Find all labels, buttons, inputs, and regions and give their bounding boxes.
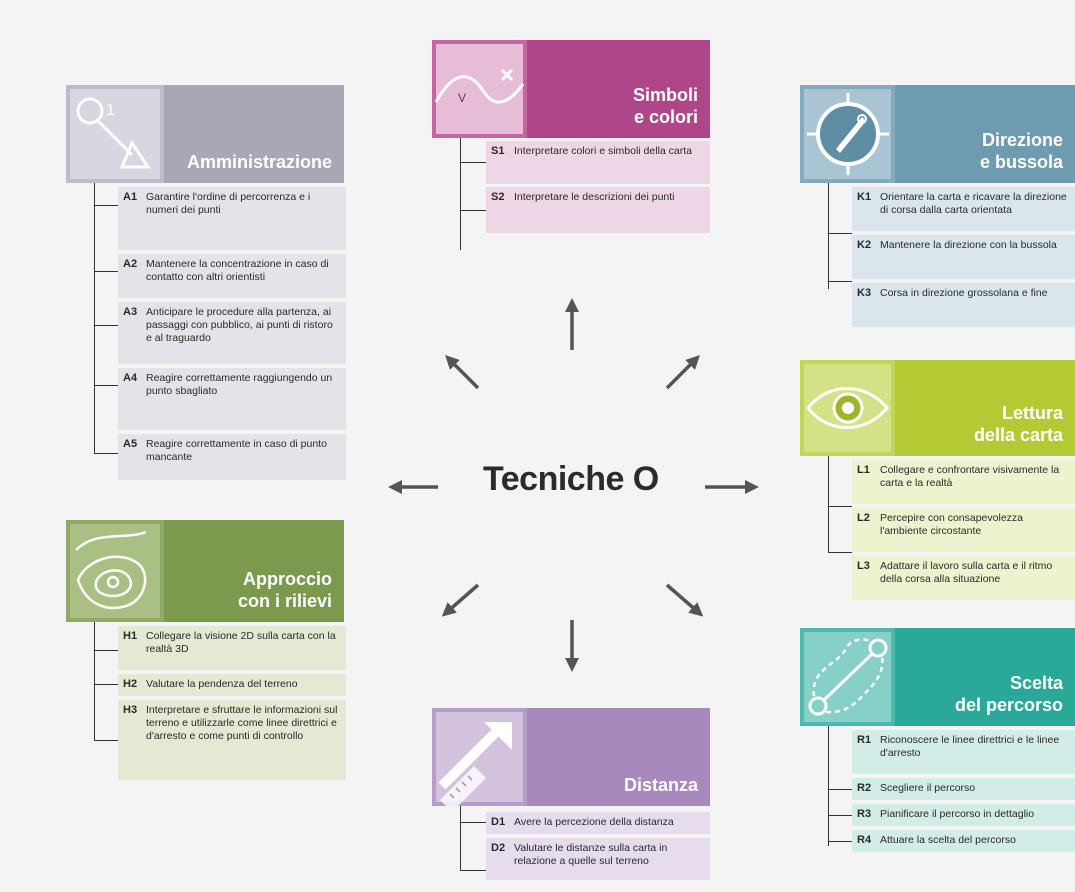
item-a3: A3 Anticipare le procedure alla partenza… (118, 302, 346, 364)
item-a1: A1 Garantire l'ordine di percorrenza e i… (118, 187, 346, 250)
group-amministrazione: 1 Amministrazione A1 Garantire l'ordine … (66, 85, 346, 485)
group-simboli: V Simboli e colori S1 Interpretare color… (432, 40, 710, 250)
lettura-header: Lettura della carta (800, 360, 1075, 456)
ruler-arrow-icon (432, 708, 527, 806)
amministrazione-title: Amministrazione (186, 152, 332, 172)
group-direzione: Direzione e bussola K1 Orientare la cart… (800, 85, 1075, 335)
item-h1: H1 Collegare la visione 2D sulla carta c… (118, 626, 346, 670)
scelta-title-1: Scelta (1009, 673, 1063, 693)
item-d1: D1 Avere la percezione della distanza (486, 812, 710, 834)
arrow-up-right (665, 355, 700, 390)
arrow-down-left (441, 583, 480, 617)
direzione-header: Direzione e bussola (800, 85, 1075, 183)
approccio-header: Approccio con i rilievi (66, 520, 344, 622)
distanza-title: Distanza (623, 775, 698, 795)
item-r4: R4 Attuare la scelta del percorso (852, 830, 1075, 852)
item-s2: S2 Interpretare le descrizioni dei punti (486, 187, 710, 233)
approccio-title-1: Approccio (242, 569, 332, 589)
lettura-title-2: della carta (973, 425, 1063, 445)
wave-symbol-icon: V (432, 40, 527, 138)
item-r3: R3 Pianificare il percorso in dettaglio (852, 804, 1075, 826)
item-a2: A2 Mantenere la concentrazione in caso d… (118, 254, 346, 298)
group-lettura: Lettura della carta L1 Collegare e confr… (800, 360, 1075, 605)
distanza-header: Distanza (432, 708, 710, 806)
item-k3: K3 Corsa in direzione grossolana e fine (852, 283, 1075, 327)
route-choice-icon (800, 628, 895, 726)
item-h2: H2 Valutare la pendenza del terreno (118, 674, 346, 696)
item-s1: S1 Interpretare colori e simboli della c… (486, 141, 710, 184)
compass-icon (800, 85, 895, 183)
item-a4: A4 Reagire correttamente raggiungendo un… (118, 368, 346, 430)
control-marker-icon: 1 (66, 85, 164, 183)
direzione-title-2: e bussola (979, 152, 1063, 172)
svg-text:V: V (458, 91, 466, 105)
item-h3: H3 Interpretare e sfruttare le informazi… (118, 700, 346, 780)
item-l2: L2 Percepire con consapevolezza l'ambien… (852, 508, 1075, 552)
group-scelta: Scelta del percorso R1 Riconoscere le li… (800, 628, 1075, 858)
approccio-title-2: con i rilievi (237, 591, 332, 611)
eye-icon (800, 360, 895, 456)
scelta-header: Scelta del percorso (800, 628, 1075, 726)
simboli-header: V Simboli e colori (432, 40, 710, 138)
contour-lines-icon (66, 520, 164, 622)
svg-text:1: 1 (106, 102, 115, 119)
arrow-up-left (445, 355, 480, 390)
item-k1: K1 Orientare la carta e ricavare la dire… (852, 187, 1075, 231)
item-k2: K2 Mantenere la direzione con la bussola (852, 235, 1075, 279)
item-l3: L3 Adattare il lavoro sulla carta e il r… (852, 556, 1075, 600)
item-r1: R1 Riconoscere le linee direttrici e le … (852, 730, 1075, 774)
group-distanza: Distanza D1 Avere la percezione della di… (432, 708, 710, 890)
item-a5: A5 Reagire correttamente in caso di punt… (118, 434, 346, 480)
lettura-title-1: Lettura (1001, 403, 1063, 423)
group-approccio: Approccio con i rilievi H1 Collegare la … (66, 520, 346, 785)
center-title: Tecniche O (483, 460, 659, 498)
item-d2: D2 Valutare le distanze sulla carta in r… (486, 838, 710, 880)
amministrazione-header: 1 Amministrazione (66, 85, 344, 183)
item-l1: L1 Collegare e confrontare visivamente l… (852, 460, 1075, 504)
scelta-title-2: del percorso (954, 695, 1063, 715)
simboli-title-1: Simboli (632, 85, 698, 105)
direzione-title-1: Direzione (981, 130, 1063, 150)
arrow-down-right (665, 583, 704, 617)
item-r2: R2 Scegliere il percorso (852, 778, 1075, 800)
simboli-title-2: e colori (633, 107, 698, 127)
